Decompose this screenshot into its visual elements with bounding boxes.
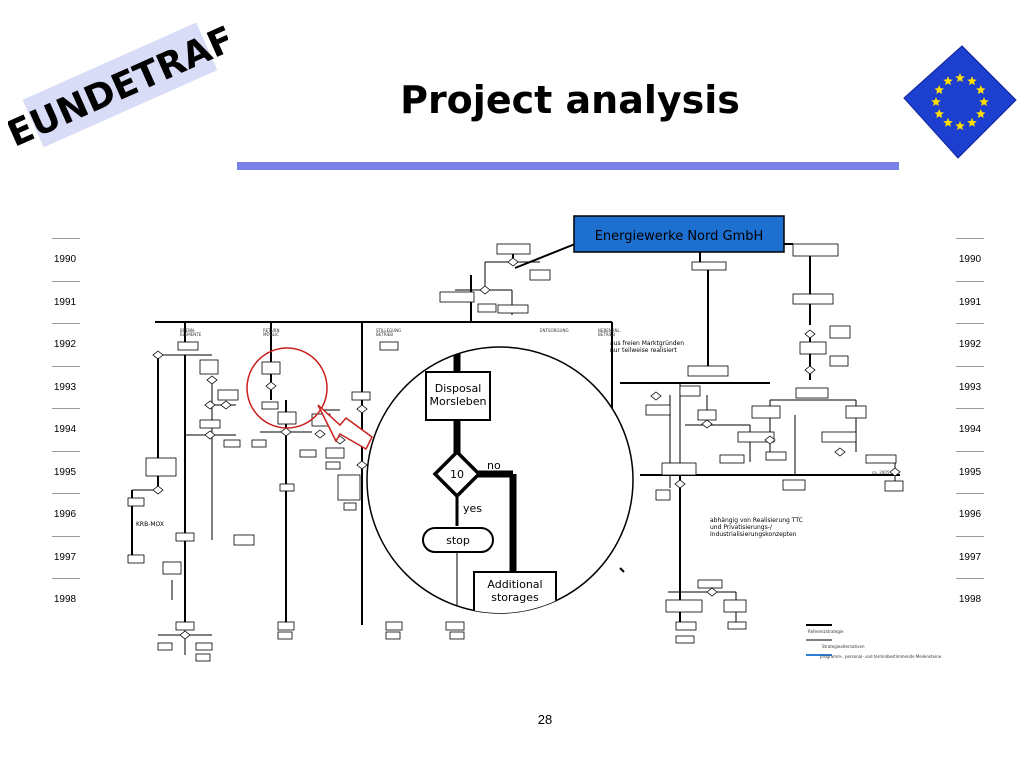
eundetraf-logo: EUNDETRAF <box>8 19 228 155</box>
flowchart-boxes <box>127 243 904 662</box>
year-divider <box>52 408 80 409</box>
branch-no-label: no <box>487 459 501 472</box>
logo-banner <box>22 22 218 148</box>
company-box <box>573 215 785 253</box>
year-divider <box>52 450 80 452</box>
branch-yes-label: yes <box>463 502 482 515</box>
flowchart-decisions <box>152 257 901 640</box>
decision-number: 10 <box>450 468 464 481</box>
year-label: 1991 <box>958 296 982 308</box>
year-divider <box>956 578 984 579</box>
title-underline <box>237 162 899 170</box>
svg-text:Referenzstrategie: Referenzstrategie <box>808 629 844 634</box>
eu-star-icon <box>967 117 977 127</box>
year-divider <box>956 450 984 452</box>
page-title: Project analysis <box>400 78 740 122</box>
year-divider <box>52 535 80 537</box>
svg-text:NEBENANL.: NEBENANL. <box>598 328 621 333</box>
year-label: 1998 <box>53 594 77 605</box>
year-label: 1993 <box>958 381 982 393</box>
svg-text:BRENN-: BRENN- <box>180 328 196 333</box>
eu-star-icon <box>955 121 965 130</box>
eu-star-icon <box>976 85 986 94</box>
year-label: 1993 <box>53 381 77 393</box>
eu-star-icon <box>934 85 944 94</box>
year-divider <box>52 238 80 239</box>
company-label: Energiewerke Nord GmbH <box>595 229 764 244</box>
year-divider <box>52 280 80 282</box>
flowchart-microlabels: BRENN- ELEMENTE RETURN MÖGLIC STILLEGUNG… <box>180 328 942 659</box>
eu-star-icon <box>931 97 941 106</box>
year-divider <box>956 280 984 282</box>
eu-star-icon <box>943 117 953 127</box>
year-label: 1995 <box>958 466 982 478</box>
year-divider <box>956 365 984 367</box>
eu-star-icon <box>976 109 986 118</box>
stop-label: stop <box>446 534 470 547</box>
eu-star-icon <box>967 76 977 86</box>
stop-terminal <box>422 527 494 553</box>
year-label: 1997 <box>958 551 982 563</box>
year-divider <box>52 365 80 367</box>
year-label: 1992 <box>958 339 982 350</box>
year-divider <box>956 493 984 494</box>
year-label: 1992 <box>53 339 77 350</box>
year-label: 1994 <box>958 424 982 435</box>
year-label: 1990 <box>53 254 77 265</box>
year-label: 1996 <box>53 509 77 520</box>
note-krb-mox: KRB-MOX <box>136 521 164 528</box>
eu-star-icon <box>943 76 953 86</box>
eu-flag-icon <box>903 45 1017 159</box>
zoom-arrow-icon <box>317 404 373 451</box>
year-divider <box>956 535 984 537</box>
eu-star-icon <box>955 73 965 82</box>
page-number: 28 <box>537 712 553 727</box>
svg-text:ENTSORGUNG: ENTSORGUNG <box>540 328 569 333</box>
year-label: 1995 <box>53 466 77 478</box>
year-divider <box>956 408 984 409</box>
year-label: 1991 <box>53 296 77 308</box>
year-divider <box>52 493 80 494</box>
eu-star-icon <box>979 97 989 106</box>
svg-text:BETRIEB: BETRIEB <box>598 332 615 337</box>
year-divider <box>52 323 80 324</box>
svg-text:BETRIEB: BETRIEB <box>376 332 393 337</box>
year-label: 1998 <box>958 594 982 605</box>
year-divider <box>956 238 984 239</box>
svg-text:ELEMENTE: ELEMENTE <box>180 332 202 337</box>
year-label: 1996 <box>958 509 982 520</box>
disposal-morsleben-box <box>425 371 491 421</box>
year-label: 1994 <box>53 424 77 435</box>
year-label: 1990 <box>958 254 982 265</box>
eu-star-icon <box>934 109 944 118</box>
year-label: 1997 <box>53 551 77 563</box>
decision-diamond <box>432 449 482 499</box>
highlight-circle <box>246 347 328 429</box>
svg-text:Strategiealternativen: Strategiealternativen <box>822 644 865 649</box>
svg-text:programm-, personal- und termi: programm-, personal- und terminbestimmen… <box>820 654 942 659</box>
svg-text:STILLEGUNG: STILLEGUNG <box>376 328 401 333</box>
year-divider <box>52 578 80 579</box>
svg-text:ca. 2005: ca. 2005 <box>872 470 890 475</box>
year-divider <box>956 323 984 324</box>
svg-text:MÖGLIC: MÖGLIC <box>263 332 279 337</box>
svg-text:RETURN: RETURN <box>263 328 279 333</box>
